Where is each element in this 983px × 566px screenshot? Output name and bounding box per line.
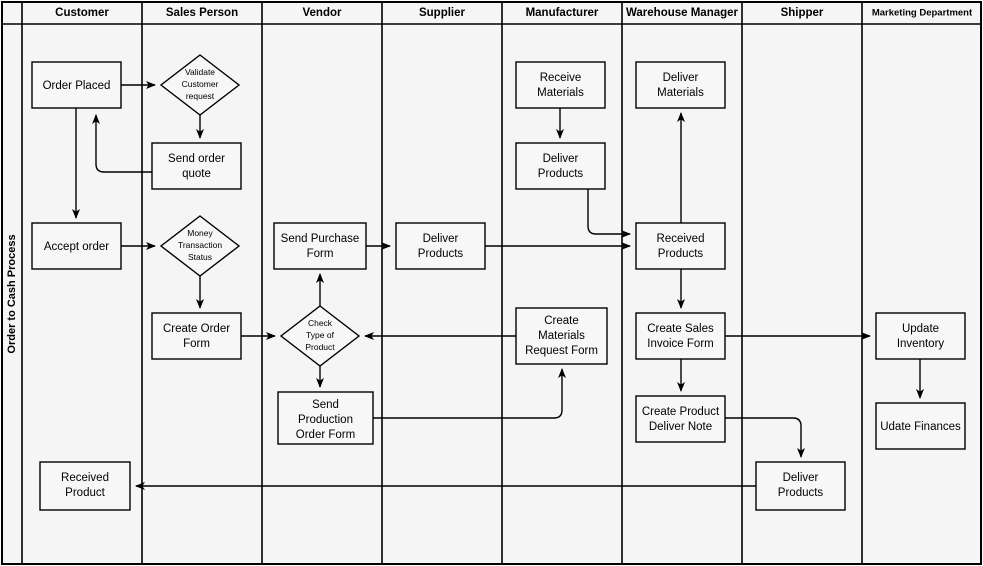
node-validate-label-3: request <box>186 91 215 101</box>
node-manufacturer-deliver-label-1: Deliver <box>543 153 579 165</box>
node-send-purchase-form-label-1: Send Purchase <box>281 233 360 245</box>
node-manufacturer-deliver-products[interactable]: Deliver Products <box>515 142 606 190</box>
node-received-product-label-1: Received <box>61 472 109 484</box>
node-create-sales-invoice-form[interactable]: Create Sales Invoice Form <box>635 312 726 360</box>
node-money-transaction-label-2: Transaction <box>178 240 222 250</box>
node-send-order-quote[interactable]: Send order quote <box>151 142 242 190</box>
node-update-inventory[interactable]: Update Inventory <box>875 312 966 360</box>
lane-header-supplier: Supplier <box>419 7 466 19</box>
flow-send-production-order-to-create-materials-request <box>373 368 566 419</box>
node-send-production-order-form[interactable]: Send Production Order Form <box>277 391 374 445</box>
node-manufacturer-deliver-label-2: Products <box>538 168 584 180</box>
lane-header-sales-person: Sales Person <box>166 7 238 19</box>
node-shipper-deliver-products[interactable]: Deliver Products <box>755 461 846 511</box>
lane-dividers <box>21 2 863 564</box>
node-order-placed[interactable]: Order Placed <box>31 61 122 109</box>
node-accept-order[interactable]: Accept order <box>31 222 122 270</box>
node-udate-finances-label: Udate Finances <box>880 421 961 433</box>
node-money-transaction-label-1: Money <box>187 228 213 238</box>
node-create-order-form-label-2: Form <box>183 338 210 350</box>
node-receive-materials[interactable]: Receive Materials <box>515 61 606 109</box>
lane-header-warehouse-manager: Warehouse Manager <box>626 7 739 19</box>
node-create-materials-label-3: Request Form <box>525 345 598 357</box>
node-validate-label-1: Validate <box>185 67 215 77</box>
flow-create-product-deliver-note-to-shipper <box>725 417 805 458</box>
node-shipper-deliver-label-2: Products <box>778 487 824 499</box>
node-supplier-deliver-label-1: Deliver <box>423 233 459 245</box>
node-money-transaction-label-3: Status <box>188 252 212 262</box>
node-received-products[interactable]: Received Products <box>635 222 726 270</box>
lane-header-marketing-department: Marketing Department <box>872 8 973 19</box>
node-send-purchase-form[interactable]: Send Purchase Form <box>273 222 367 270</box>
lane-header-vendor: Vendor <box>303 7 343 19</box>
flow-send-order-quote-to-order-placed <box>92 114 152 173</box>
node-create-sales-invoice-label-2: Invoice Form <box>647 338 713 350</box>
node-money-transaction-status[interactable]: Money Transaction Status <box>159 215 241 277</box>
node-receive-materials-label-2: Materials <box>537 87 584 99</box>
node-udate-finances[interactable]: Udate Finances <box>875 402 966 450</box>
node-supplier-deliver-label-2: Products <box>418 248 464 260</box>
node-send-production-label-2: Production <box>298 414 353 426</box>
node-check-type-label-1: Check <box>308 318 333 328</box>
node-update-inventory-label-1: Update <box>902 323 939 335</box>
lane-header-shipper: Shipper <box>781 7 824 19</box>
node-received-products-label-1: Received <box>657 233 705 245</box>
node-create-order-form-label-1: Create Order <box>163 323 230 335</box>
lane-header-manufacturer: Manufacturer <box>526 7 599 19</box>
node-create-sales-invoice-label-1: Create Sales <box>647 323 714 335</box>
node-check-type-of-product[interactable]: Check Type of Product <box>279 305 361 367</box>
node-shipper-deliver-label-1: Deliver <box>783 472 819 484</box>
pool-title: Order to Cash Process <box>2 24 22 564</box>
node-received-product[interactable]: Received Product <box>39 461 131 511</box>
node-received-product-label-2: Product <box>65 487 105 499</box>
node-accept-order-label: Accept order <box>44 241 109 253</box>
node-send-order-quote-label-2: quote <box>182 168 211 180</box>
node-create-materials-label-1: Create <box>544 315 579 327</box>
node-deliver-materials-label-2: Materials <box>657 87 704 99</box>
node-check-type-label-2: Type of <box>306 330 335 340</box>
node-check-type-label-3: Product <box>305 342 335 352</box>
node-supplier-deliver-products[interactable]: Deliver Products <box>395 222 486 270</box>
node-send-purchase-form-label-2: Form <box>307 248 334 260</box>
node-receive-materials-label-1: Receive <box>540 72 582 84</box>
lane-headers: Customer Sales Person Vendor Supplier Ma… <box>55 7 973 19</box>
node-order-placed-label: Order Placed <box>43 80 111 92</box>
lane-header-customer: Customer <box>55 7 109 19</box>
node-send-order-quote-label-1: Send order <box>168 153 225 165</box>
node-update-inventory-label-2: Inventory <box>897 338 945 350</box>
pool-title-label: Order to Cash Process <box>6 234 18 353</box>
flow-connectors <box>72 81 924 490</box>
node-create-materials-request-form[interactable]: Create Materials Request Form <box>515 307 608 365</box>
node-received-products-label-2: Products <box>658 248 704 260</box>
node-send-production-label-1: Send <box>312 399 339 411</box>
node-create-product-deliver-note-label-1: Create Product <box>642 406 720 418</box>
node-validate-customer-request[interactable]: Validate Customer request <box>159 54 241 116</box>
node-send-production-label-3: Order Form <box>296 429 355 441</box>
node-create-product-deliver-note[interactable]: Create Product Deliver Note <box>635 395 726 443</box>
flow-manufacturer-deliver-to-received-products <box>587 189 631 238</box>
node-deliver-materials[interactable]: Deliver Materials <box>635 61 726 109</box>
node-create-order-form[interactable]: Create Order Form <box>151 312 242 360</box>
node-validate-label-2: Customer <box>182 79 219 89</box>
node-create-materials-label-2: Materials <box>538 330 585 342</box>
node-deliver-materials-label-1: Deliver <box>663 72 699 84</box>
node-create-product-deliver-note-label-2: Deliver Note <box>649 421 712 433</box>
